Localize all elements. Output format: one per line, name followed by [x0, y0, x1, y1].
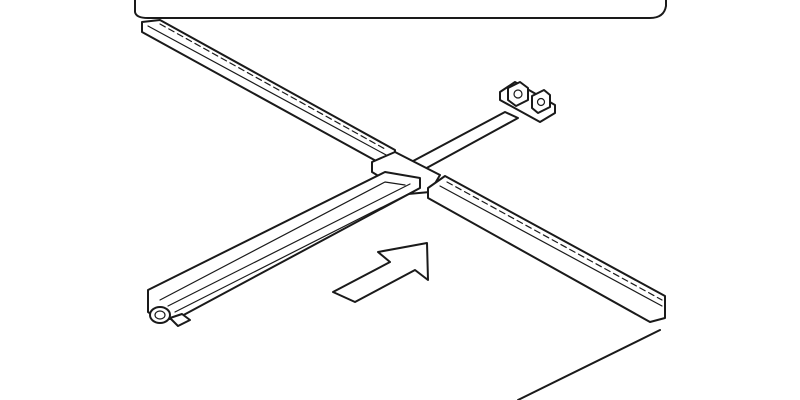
ceiling-edge — [134, 0, 667, 19]
floor-edge — [517, 329, 661, 400]
upper-left-rail — [141, 19, 396, 163]
direction-arrow-icon — [332, 242, 429, 303]
mounting-clip — [499, 81, 556, 123]
right-rail — [427, 175, 666, 323]
lower-left-rail — [147, 171, 421, 327]
